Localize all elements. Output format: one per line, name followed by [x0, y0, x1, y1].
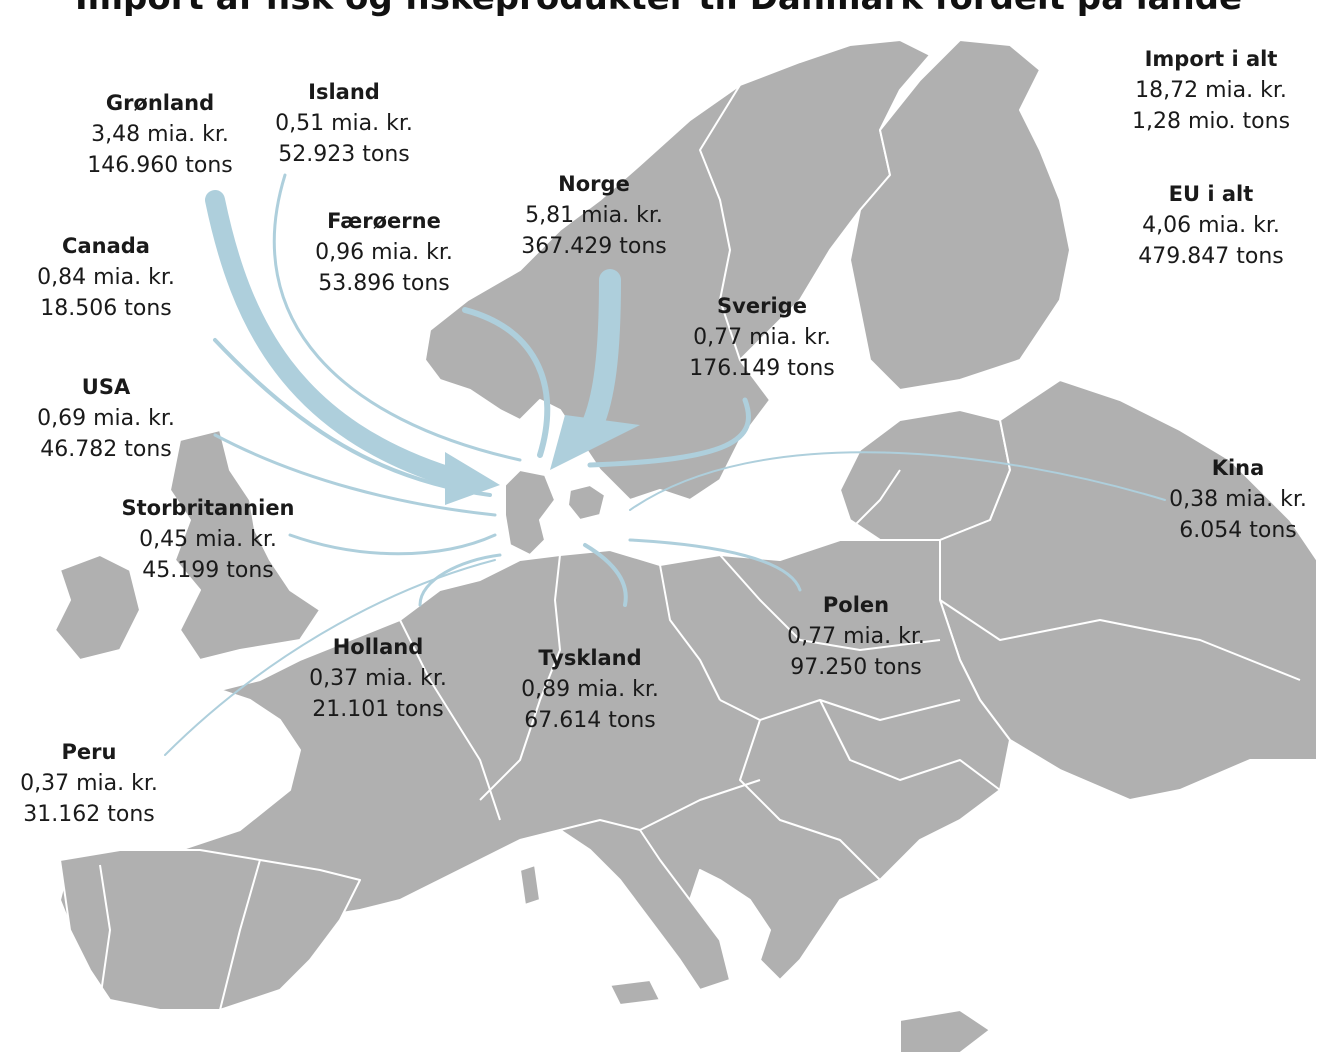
- faeroerne-value: 0,96 mia. kr.: [315, 240, 453, 265]
- sverige-value: 0,77 mia. kr.: [693, 325, 831, 350]
- total-import-volume: 1,28 mio. tons: [1131, 109, 1291, 134]
- norge-volume: 367.429 tons: [521, 234, 667, 259]
- label-holland: Holland 0,37 mia. kr. 21.101 tons: [309, 632, 447, 725]
- arrowhead-gronland: [445, 452, 500, 505]
- arrow-holland: [418, 553, 502, 607]
- usa-value: 0,69 mia. kr.: [37, 406, 175, 431]
- arrow-canada: [213, 338, 492, 497]
- label-storbritannien: Storbritannien 0,45 mia. kr. 45.199 tons: [121, 493, 294, 586]
- flow-arrows: [164, 173, 1166, 756]
- usa-volume: 46.782 tons: [40, 437, 172, 462]
- label-sverige: Sverige 0,77 mia. kr. 176.149 tons: [689, 291, 834, 384]
- gronland-name: Grønland: [105, 91, 215, 115]
- total-import: Import i alt 18,72 mia. kr. 1,28 mio. to…: [1132, 44, 1290, 137]
- gronland-volume: 146.960 tons: [87, 153, 233, 178]
- kina-name: Kina: [1211, 456, 1265, 480]
- polen-name: Polen: [822, 593, 890, 617]
- land-finland: [849, 39, 1071, 391]
- land-denmark: [504, 469, 556, 556]
- arrow-tyskland: [583, 543, 628, 607]
- canada-volume: 18.506 tons: [40, 296, 172, 321]
- label-usa: USA 0,69 mia. kr. 46.782 tons: [37, 372, 175, 465]
- total-eu: EU i alt 4,06 mia. kr. 479.847 tons: [1138, 179, 1283, 272]
- storbritannien-name: Storbritannien: [121, 496, 295, 520]
- label-faeroerne: Færøerne 0,96 mia. kr. 53.896 tons: [315, 206, 453, 299]
- usa-name: USA: [81, 375, 131, 399]
- faeroerne-volume: 53.896 tons: [318, 271, 450, 296]
- peru-volume: 31.162 tons: [23, 802, 155, 827]
- land-turkey: [899, 1009, 991, 1053]
- faeroerne-name: Færøerne: [327, 209, 441, 233]
- arrow-polen: [628, 538, 802, 592]
- label-gronland: Grønland 3,48 mia. kr. 146.960 tons: [87, 88, 232, 181]
- polen-value: 0,77 mia. kr.: [787, 624, 925, 649]
- label-canada: Canada 0,84 mia. kr. 18.506 tons: [37, 231, 175, 324]
- arrowhead-norge: [550, 415, 640, 470]
- arrow-storbritannien: [288, 533, 497, 556]
- storbritannien-volume: 45.199 tons: [142, 558, 274, 583]
- land-masses: [54, 39, 1317, 1053]
- kina-value: 0,38 mia. kr.: [1169, 487, 1307, 512]
- total-eu-volume: 479.847 tons: [1138, 244, 1284, 269]
- arrow-peru: [164, 559, 496, 756]
- gronland-value: 3,48 mia. kr.: [91, 122, 229, 147]
- land-sicily: [609, 979, 661, 1006]
- label-polen: Polen 0,77 mia. kr. 97.250 tons: [787, 590, 925, 683]
- island-volume: 52.923 tons: [278, 142, 410, 167]
- tyskland-name: Tyskland: [538, 646, 642, 670]
- storbritannien-value: 0,45 mia. kr.: [139, 527, 277, 552]
- arrow-island: [272, 173, 522, 462]
- total-eu-value: 4,06 mia. kr.: [1142, 213, 1280, 238]
- land-great-britain: [169, 429, 321, 661]
- land-ireland: [54, 554, 141, 661]
- canada-value: 0,84 mia. kr.: [37, 265, 175, 290]
- land-zealand: [567, 484, 606, 521]
- peru-name: Peru: [61, 740, 117, 764]
- label-kina: Kina 0,38 mia. kr. 6.054 tons: [1169, 453, 1307, 546]
- tyskland-value: 0,89 mia. kr.: [521, 677, 659, 702]
- arrow-usa: [213, 433, 497, 517]
- arrow-sverige: [587, 397, 751, 468]
- label-peru: Peru 0,37 mia. kr. 31.162 tons: [20, 737, 158, 830]
- holland-value: 0,37 mia. kr.: [309, 666, 447, 691]
- peru-value: 0,37 mia. kr.: [20, 771, 158, 796]
- tyskland-volume: 67.614 tons: [524, 708, 656, 733]
- total-import-value: 18,72 mia. kr.: [1135, 78, 1287, 103]
- map-title: Import af fisk og fiskeprodukter til Dan…: [0, 0, 1317, 18]
- total-import-name: Import i alt: [1144, 47, 1278, 71]
- holland-name: Holland: [332, 635, 424, 659]
- norge-value: 5,81 mia. kr.: [525, 203, 663, 228]
- land-scandinavia: [424, 39, 931, 501]
- island-value: 0,51 mia. kr.: [275, 111, 413, 136]
- arrow-gronland: [205, 190, 470, 490]
- sverige-volume: 176.149 tons: [689, 356, 835, 381]
- land-sardinia: [519, 864, 541, 906]
- label-island: Island 0,51 mia. kr. 52.923 tons: [275, 77, 413, 170]
- norge-name: Norge: [558, 172, 630, 196]
- kina-volume: 6.054 tons: [1179, 518, 1297, 543]
- label-norge: Norge 5,81 mia. kr. 367.429 tons: [521, 169, 666, 262]
- label-tyskland: Tyskland 0,89 mia. kr. 67.614 tons: [521, 643, 659, 736]
- polen-volume: 97.250 tons: [790, 655, 922, 680]
- canada-name: Canada: [62, 234, 150, 258]
- arrow-norge: [579, 269, 621, 441]
- island-name: Island: [308, 80, 380, 104]
- arrow-kina: [629, 451, 1166, 511]
- land-iberia: [59, 849, 361, 1011]
- total-eu-name: EU i alt: [1168, 182, 1254, 206]
- holland-volume: 21.101 tons: [312, 697, 444, 722]
- arrow-faeroerne: [462, 307, 551, 458]
- land-baltics: [839, 409, 1011, 541]
- sverige-name: Sverige: [717, 294, 807, 318]
